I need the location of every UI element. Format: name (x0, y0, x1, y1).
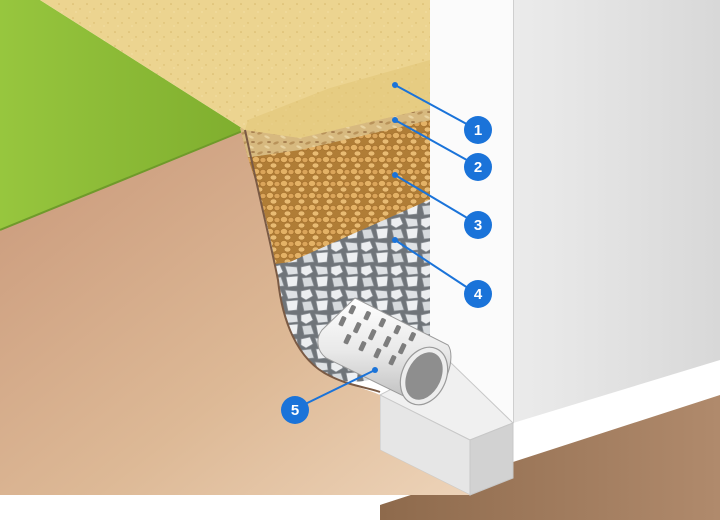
marker-4-label: 4 (474, 286, 483, 303)
marker-5: 5 (281, 396, 309, 424)
marker-3: 3 (464, 211, 492, 239)
leader-line-3 (394, 174, 475, 223)
marker-4: 4 (464, 280, 492, 308)
leader-line-4 (394, 239, 475, 293)
leader-line-2 (394, 119, 475, 165)
leader-lines (296, 84, 475, 409)
grass-edge (0, 129, 246, 231)
grass-surface (0, 0, 245, 230)
marker-3-label: 3 (474, 217, 482, 234)
perforated-drain-pipe-icon (317, 297, 452, 406)
trench-outline (244, 129, 381, 393)
leader-line-5 (296, 369, 376, 409)
leader-line-1 (394, 84, 475, 129)
marker-5-label: 5 (291, 402, 299, 419)
sand-front (245, 60, 430, 138)
marker-1: 1 (464, 116, 492, 144)
leader-dots (372, 82, 398, 373)
marker-1-label: 1 (474, 122, 482, 139)
marker-2-label: 2 (474, 159, 482, 176)
marker-2: 2 (464, 153, 492, 181)
soil-block (0, 130, 470, 495)
footing-side (469, 422, 514, 496)
